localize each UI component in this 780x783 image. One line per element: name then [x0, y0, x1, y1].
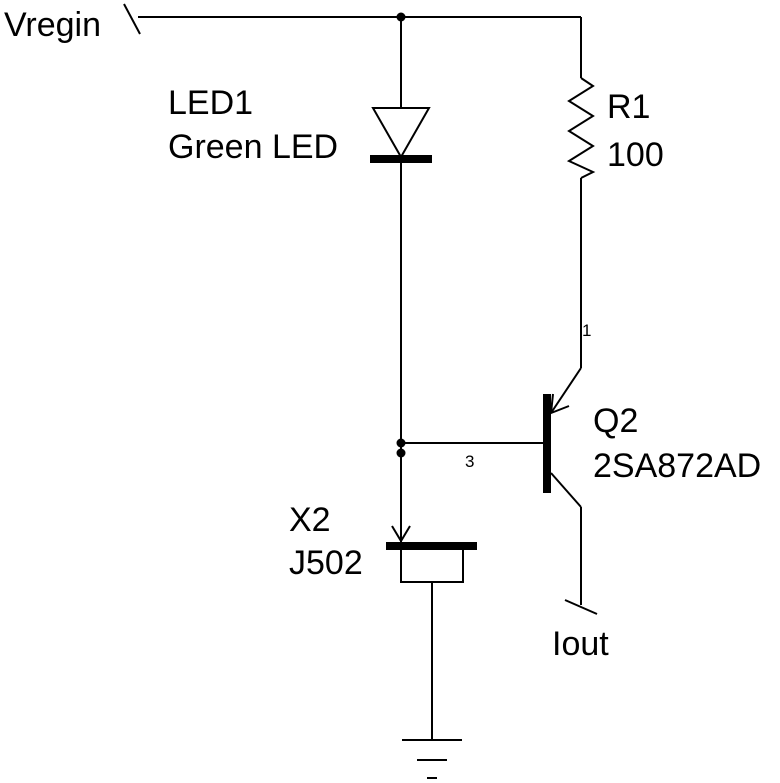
r1-value-label: 100 [607, 136, 664, 174]
x2-jfet-symbol [386, 453, 477, 583]
q2-pin-1-label: 1 [582, 321, 591, 340]
iout-flag-slash [564, 599, 598, 615]
base-junction-dot [396, 438, 406, 448]
iout-label: Iout [552, 625, 609, 663]
q2-ref-label: Q2 [593, 402, 638, 440]
vregin-label: Vregin [4, 6, 101, 44]
led1-value-label: Green LED [168, 128, 338, 166]
x2-value-label: J502 [289, 544, 363, 582]
vregin-flag-slash [123, 3, 141, 35]
r1-ref-label: R1 [607, 88, 650, 126]
led1-ref-label: LED1 [168, 84, 253, 122]
led1-diode-symbol [370, 107, 432, 163]
vregin-net-flag: Vregin [4, 3, 141, 44]
ground-icon [402, 739, 462, 779]
q2-value-label: 2SA872AD [593, 447, 761, 485]
q2-pin-3-label: 3 [465, 452, 474, 471]
r1-resistor-symbol [566, 77, 596, 179]
q2-transistor-symbol [543, 367, 582, 508]
x2-ref-label: X2 [289, 501, 331, 539]
